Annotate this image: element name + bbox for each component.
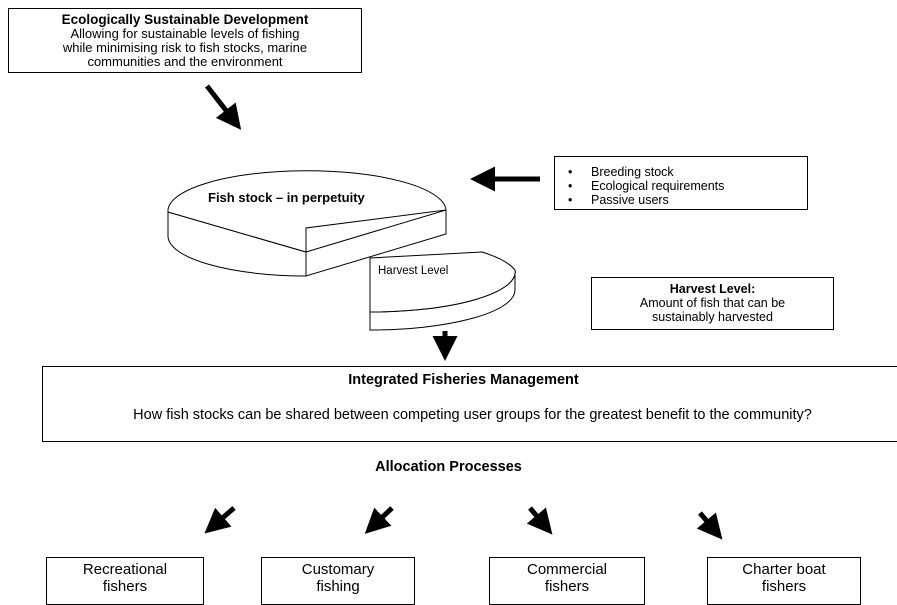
list-item: Breeding stock xyxy=(568,165,724,179)
user-group-line-1: Commercial xyxy=(526,561,607,578)
harvest-level-box: Harvest Level: Amount of fish that can b… xyxy=(591,277,834,330)
esd-line-3: communities and the environment xyxy=(87,54,283,69)
harvest-box-line-1: Amount of fish that can be xyxy=(639,296,786,310)
ifm-box: Integrated Fisheries Management How fish… xyxy=(42,366,897,442)
user-group-line-1: Recreational xyxy=(82,561,168,578)
user-group-line-1: Customary xyxy=(301,561,375,578)
user-group-line-2: fishers xyxy=(761,578,807,595)
ifm-question: How fish stocks can be shared between co… xyxy=(133,407,812,423)
stock-factors-list: Breeding stock Ecological requirements P… xyxy=(568,165,724,207)
list-item: Passive users xyxy=(568,193,724,207)
user-group-recreational: Recreational fishers xyxy=(46,557,204,605)
user-group-line-2: fishers xyxy=(102,578,148,595)
arrow-to-charter xyxy=(696,511,723,540)
harvest-level-slice xyxy=(369,251,516,331)
user-group-line-1: Charter boat xyxy=(742,561,826,578)
list-item: Ecological requirements xyxy=(568,179,724,193)
user-group-line-2: fishers xyxy=(544,578,590,595)
esd-title: Ecologically Sustainable Development xyxy=(61,12,309,27)
fish-stock-label: Fish stock – in perpetuity xyxy=(208,190,365,205)
harvest-box-line-2: sustainably harvested xyxy=(652,310,773,324)
allocation-title: Allocation Processes xyxy=(375,459,522,475)
user-group-charter: Charter boat fishers xyxy=(707,557,861,605)
esd-line-1: Allowing for sustainable levels of fishi… xyxy=(70,26,300,41)
user-group-customary: Customary fishing xyxy=(261,557,415,605)
arrow-to-commercial xyxy=(526,506,553,535)
esd-line-2: while minimising risk to fish stocks, ma… xyxy=(62,40,308,55)
stock-factors-box: Breeding stock Ecological requirements P… xyxy=(554,156,808,210)
harvest-box-title: Harvest Level: xyxy=(669,282,756,296)
arrow-to-customary xyxy=(364,506,394,534)
user-group-line-2: fishing xyxy=(316,578,360,595)
arrow-esd-to-stock xyxy=(205,84,242,130)
fish-stock-pie xyxy=(167,170,447,277)
user-group-commercial: Commercial fishers xyxy=(489,557,645,605)
esd-box: Ecologically Sustainable Development All… xyxy=(8,8,362,73)
harvest-slice-label: Harvest Level xyxy=(378,265,449,277)
arrow-to-recreational xyxy=(204,506,236,534)
ifm-title: Integrated Fisheries Management xyxy=(348,372,579,388)
